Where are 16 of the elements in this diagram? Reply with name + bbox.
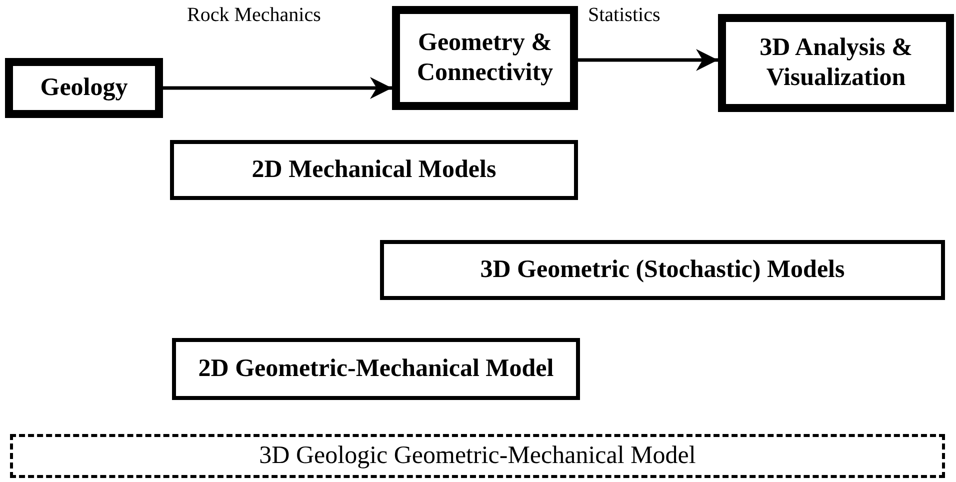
box-label: Geometry & Connectivity — [416, 28, 554, 88]
process-box — [380, 240, 945, 300]
process-box — [392, 6, 578, 110]
process-box — [170, 140, 578, 200]
box-label: Geology — [40, 73, 128, 103]
arrow — [163, 77, 392, 99]
process-box — [10, 434, 945, 478]
box-label: 2D Geometric-Mechanical Model — [198, 354, 554, 384]
box-label: 2D Mechanical Models — [252, 155, 496, 185]
box-label: 3D Geologic Geometric-Mechanical Model — [259, 441, 696, 471]
process-box — [718, 14, 954, 112]
arrow — [578, 49, 718, 71]
box-label: 3D Geometric (Stochastic) Models — [480, 255, 845, 285]
process-box — [172, 338, 580, 400]
box-label: 3D Analysis & Visualization — [758, 33, 914, 93]
process-box — [5, 58, 163, 118]
